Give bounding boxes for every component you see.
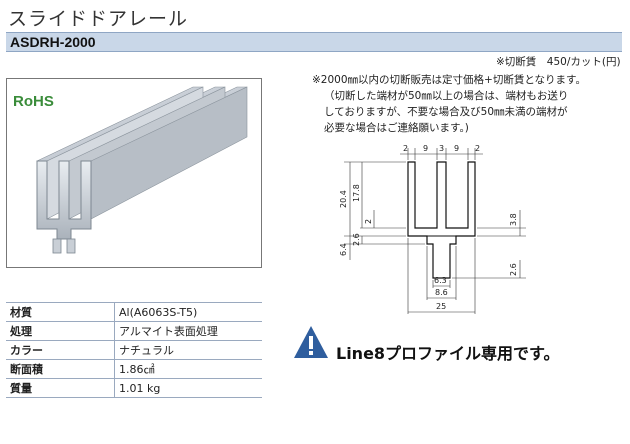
note-line-1: ※2000㎜以内の切断販売は定寸価格+切断賃となります。 [312,74,586,86]
dim-bottom-25: 25 [436,302,446,311]
spec-label: 質量 [6,378,115,398]
spec-value: 1.86㎠ [114,359,262,379]
spec-label: 断面積 [6,359,115,379]
product-photo: RoHS [6,78,262,268]
dim-top-2: 9 [423,144,428,153]
spec-row: カラー ナチュラル [6,340,262,360]
warning-icon [294,326,328,358]
dim-bottom-6-3: 6.3 [434,276,447,285]
dim-left-inner: 17.8 [352,184,361,202]
spec-table: 材質 Al(A6063S-T5) 処理 アルマイト表面処理 カラー ナチュラル … [6,302,262,398]
spec-label: カラー [6,340,115,360]
note-line-3: しておりますが、不要な場合及び50㎜未満の端材が [324,106,568,118]
dim-right-3-8: 3.8 [509,213,518,226]
rohs-badge: RoHS [13,93,54,110]
page-title: スライドドアレール [8,8,189,30]
spec-value: Al(A6063S-T5) [114,302,262,322]
notice-text: Line8プロファイル専用です。 [336,344,560,363]
dim-right-2-6: 2.6 [509,263,518,276]
dim-top-5: 2 [475,144,480,153]
dim-bottom-8-6: 8.6 [435,288,448,297]
spec-row: 処理 アルマイト表面処理 [6,321,262,341]
cutting-fee-note: ※切断賃 450/カット(円) [496,56,621,68]
dim-left-6-4: 6.4 [339,243,348,256]
spec-value: 1.01 kg [114,378,262,398]
rail-image [36,86,248,254]
spec-row: 材質 Al(A6063S-T5) [6,302,262,322]
product-code: ASDRH-2000 [10,34,96,50]
dim-top-3: 3 [439,144,444,153]
dim-top-1: 2 [403,144,408,153]
spec-label: 材質 [6,302,115,322]
dim-top-4: 9 [454,144,459,153]
dim-left-2-6: 2.6 [352,233,361,246]
cross-section-drawing: 2 9 3 9 2 20.4 17.8 2 6.4 2.6 3.8 2.6 [339,144,526,314]
spec-row: 断面積 1.86㎠ [6,359,262,379]
spec-label: 処理 [6,321,115,341]
note-line-2: （切断した端材が50㎜以上の場合は、端材もお送り [324,90,569,102]
spec-value: アルマイト表面処理 [114,321,262,341]
dim-left-2: 2 [364,219,373,224]
note-line-4: 必要な場合はご連絡願います。) [324,122,469,134]
dim-left-height: 20.4 [339,190,348,208]
product-code-bar: ASDRH-2000 [6,32,622,52]
spec-row: 質量 1.01 kg [6,378,262,398]
spec-value: ナチュラル [114,340,262,360]
